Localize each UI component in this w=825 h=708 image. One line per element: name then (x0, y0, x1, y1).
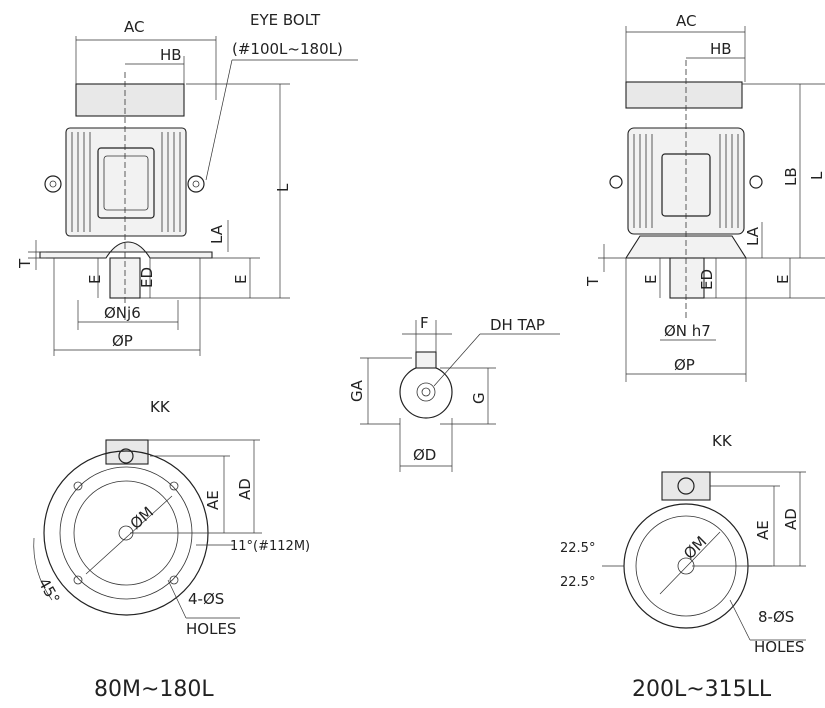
f-label: F (420, 314, 429, 332)
right-la-label: LA (744, 226, 762, 246)
shaft-detail: F DH TAP GA G ØD (348, 314, 560, 472)
right-l-label: L (808, 171, 825, 180)
right-hb-label: HB (710, 40, 732, 58)
right-side-bolt-icon-2 (749, 175, 763, 189)
right-caption: 200L~315LL (632, 677, 772, 702)
left-caption: 80M~180L (94, 677, 214, 702)
shaft-circle (399, 365, 453, 419)
right-ac-label: AC (676, 12, 696, 30)
la-label: LA (208, 224, 226, 244)
angle-11-label: 11°(#112M) (230, 539, 310, 554)
right-p-label: ØP (674, 356, 695, 374)
d-label: ØD (413, 446, 436, 464)
eye-bolt-label: EYE BOLT (250, 11, 321, 29)
n-label: ØNj6 (104, 304, 141, 322)
angle-bottom-label: 22.5° (560, 575, 595, 590)
hb-label: HB (160, 46, 182, 64)
right-terminal-cover (625, 81, 743, 109)
left-motor-body (65, 127, 187, 237)
right-e-label: E (642, 275, 660, 284)
right-e-right-label: E (774, 275, 792, 284)
left-terminal-box (97, 147, 155, 219)
right-flange (624, 235, 748, 259)
e-right-label: E (232, 275, 250, 284)
holes-label: HOLES (186, 620, 236, 638)
right-holes-label: HOLES (754, 638, 804, 656)
right-eye-bolt-icon (187, 175, 205, 193)
p-label: ØP (112, 332, 133, 350)
ae-label: AE (204, 490, 222, 510)
left-front-view: KK AE AD ØM 45° 11°(#112M) 4-ØS HOLES (33, 398, 310, 638)
lb-label: LB (782, 167, 800, 186)
l-label: L (274, 183, 292, 192)
right-kk-label: KK (712, 432, 733, 450)
right-ae-label: AE (754, 520, 772, 540)
right-front-view: KK AE AD ØM 22.5° 22.5° 8-ØS HOLES (560, 432, 806, 656)
right-ad-label: AD (782, 508, 800, 530)
left-side-view: AC HB EYE BOLT (#100L~180L) L LA T E ED … (16, 11, 358, 356)
eye-bolt-note: (#100L~180L) (232, 40, 343, 58)
right-ed-label: ED (698, 269, 716, 290)
left-eye-bolt-icon (44, 175, 62, 193)
g-label: G (470, 392, 488, 404)
right-shaft (669, 257, 705, 299)
ga-label: GA (348, 379, 366, 402)
t-label: T (16, 258, 34, 269)
holes-count-label: 4-ØS (188, 590, 224, 608)
angle-top-label: 22.5° (560, 541, 595, 556)
kk-label: KK (150, 398, 171, 416)
right-n-label: ØN h7 (664, 322, 711, 340)
ed-label: ED (138, 267, 156, 288)
right-holes-count-label: 8-ØS (758, 608, 794, 626)
ad-label: AD (236, 478, 254, 500)
right-kk-box (661, 471, 711, 501)
key-slot (415, 351, 437, 369)
right-side-view: AC HB LB L LA T E ED E ØN h7 ØP (584, 12, 825, 382)
ac-label: AC (124, 18, 144, 36)
e-label: E (86, 275, 104, 284)
left-terminal-cover (75, 83, 185, 117)
right-side-bolt-icon (609, 175, 623, 189)
right-t-label: T (584, 276, 602, 287)
left-flange (39, 241, 213, 259)
dh-tap-label: DH TAP (490, 316, 545, 334)
